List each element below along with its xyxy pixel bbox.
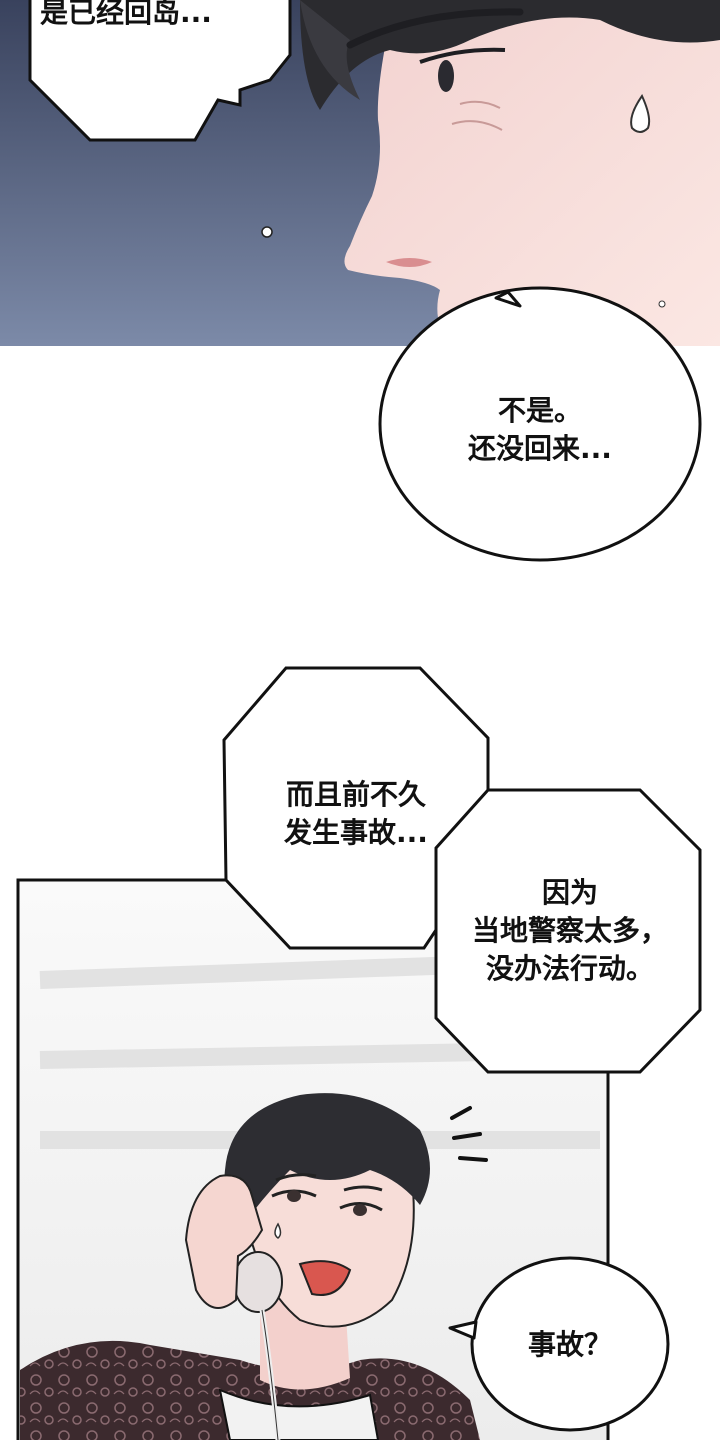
surprise-lines <box>450 1106 488 1162</box>
character-hair <box>224 1093 430 1230</box>
sweat-drop <box>630 93 651 133</box>
panel-1 <box>0 0 720 346</box>
eyelid <box>419 47 506 64</box>
round-speech-bubble-2 <box>448 1256 670 1432</box>
speech-text-round-1-line-1: 不是。 <box>497 394 582 427</box>
speech-text-octagon-2-line-2: 当地警察太多， <box>471 914 668 947</box>
open-mouth <box>298 1260 352 1296</box>
eye <box>438 60 454 92</box>
speech-text-round-1-line-2: 还没回来... <box>468 432 612 465</box>
speech-text-octagon-1-line-1: 而且前不久 <box>285 778 426 811</box>
sparkle-dot <box>658 300 666 308</box>
sparkle-dot <box>261 226 273 238</box>
undershirt <box>218 1388 380 1440</box>
lips <box>386 258 432 267</box>
hand <box>184 1174 264 1309</box>
speech-text-octagon-1-line-2: 发生事故... <box>284 816 428 849</box>
profile-face <box>344 0 720 346</box>
speech-text-octagon-2-line-3: 没办法行动。 <box>485 952 654 985</box>
right-pupil <box>353 1204 367 1216</box>
speech-text-top: 是已经回岛... <box>40 0 212 29</box>
octagon-speech-bubble-2 <box>434 788 702 1074</box>
phone-handset <box>233 1251 283 1313</box>
eyebrows <box>275 1173 383 1192</box>
cheek-lines <box>451 100 503 131</box>
octagon-speech-bubble-top <box>28 0 292 142</box>
left-pupil <box>287 1190 301 1202</box>
right-eye <box>339 1202 383 1212</box>
sweat-drop <box>274 1222 282 1239</box>
eyebrow <box>346 8 524 49</box>
hair-strand <box>300 0 360 100</box>
round-speech-bubble-1 <box>378 286 702 562</box>
speech-text-round-2-line-1: 事故？ <box>527 1328 612 1361</box>
speech-text-octagon-2-line-1: 因为 <box>541 876 598 909</box>
phone-cord-outline <box>261 1309 279 1440</box>
